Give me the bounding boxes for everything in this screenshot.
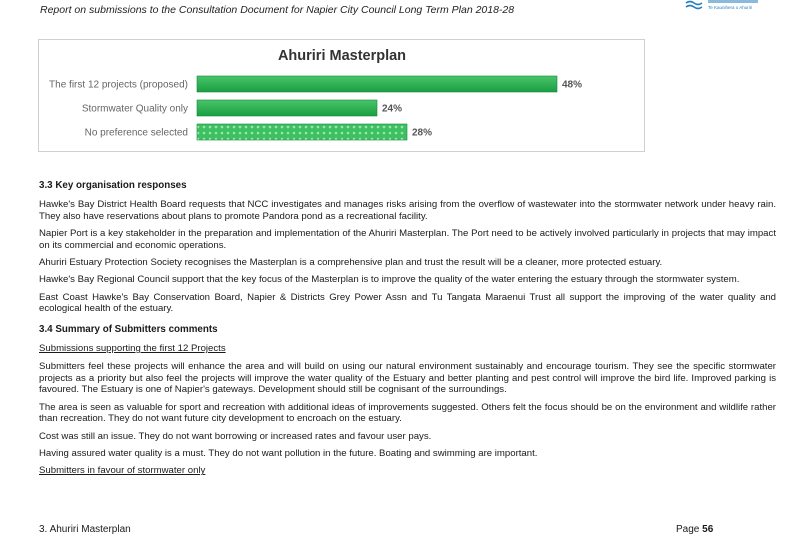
value-label: 28% [412,128,432,139]
report-header-title: Report on submissions to the Consultatio… [40,4,515,16]
bar-chart-svg: Ahuriri Masterplan The first 12 projects… [49,48,582,141]
footer-page-number: Page 56 [676,524,713,535]
value-label: 24% [382,104,402,115]
paragraph: Cost was still an issue. They do not wan… [39,430,432,442]
footer-section-label: 3. Ahuriri Masterplan [39,524,131,535]
paragraph: Ahuriri Estuary Protection Society recog… [39,257,663,269]
category-label: Stormwater Quality only [82,104,188,115]
bar [196,99,378,117]
paragraph: East Coast Hawke's Bay Conservation Boar… [39,291,776,315]
paragraph: Having assured water quality is a must. … [39,447,538,459]
bar [196,123,408,141]
subheading-first-12-projects: Submissions supporting the first 12 Proj… [39,343,226,355]
paragraph: Submitters feel these projects will enha… [39,361,776,396]
paragraph: Napier Port is a key stakeholder in the … [39,228,776,251]
logo-caption: Te Kaunihera o Ahuriri [708,5,752,10]
bar [196,75,558,93]
paragraph: Hawke's Bay District Health Board reques… [39,199,776,222]
category-label: No preference selected [85,128,188,139]
wave-logo-icon: Te Kaunihera o Ahuriri [685,0,758,10]
paragraph: Hawke's Bay Regional Council support tha… [39,274,740,286]
subheading-stormwater-only: Submitters in favour of stormwater only [39,465,206,477]
page-label: Page [676,524,700,535]
council-logo: Te Kaunihera o Ahuriri [684,0,764,16]
section-3-3-heading: 3.3 Key organisation responses [39,180,187,191]
category-label: The first 12 projects (proposed) [49,80,188,91]
report-body: 3.3 Key organisation responses Hawke's B… [39,180,776,484]
value-label: 48% [562,80,582,91]
paragraph: The area is seen as valuable for sport a… [39,401,776,425]
ahuriri-masterplan-chart: Ahuriri Masterplan The first 12 projects… [38,39,645,152]
section-3-4-heading: 3.4 Summary of Submitters comments [39,323,218,335]
page-number: 56 [702,524,714,535]
chart-title: Ahuriri Masterplan [278,48,406,64]
